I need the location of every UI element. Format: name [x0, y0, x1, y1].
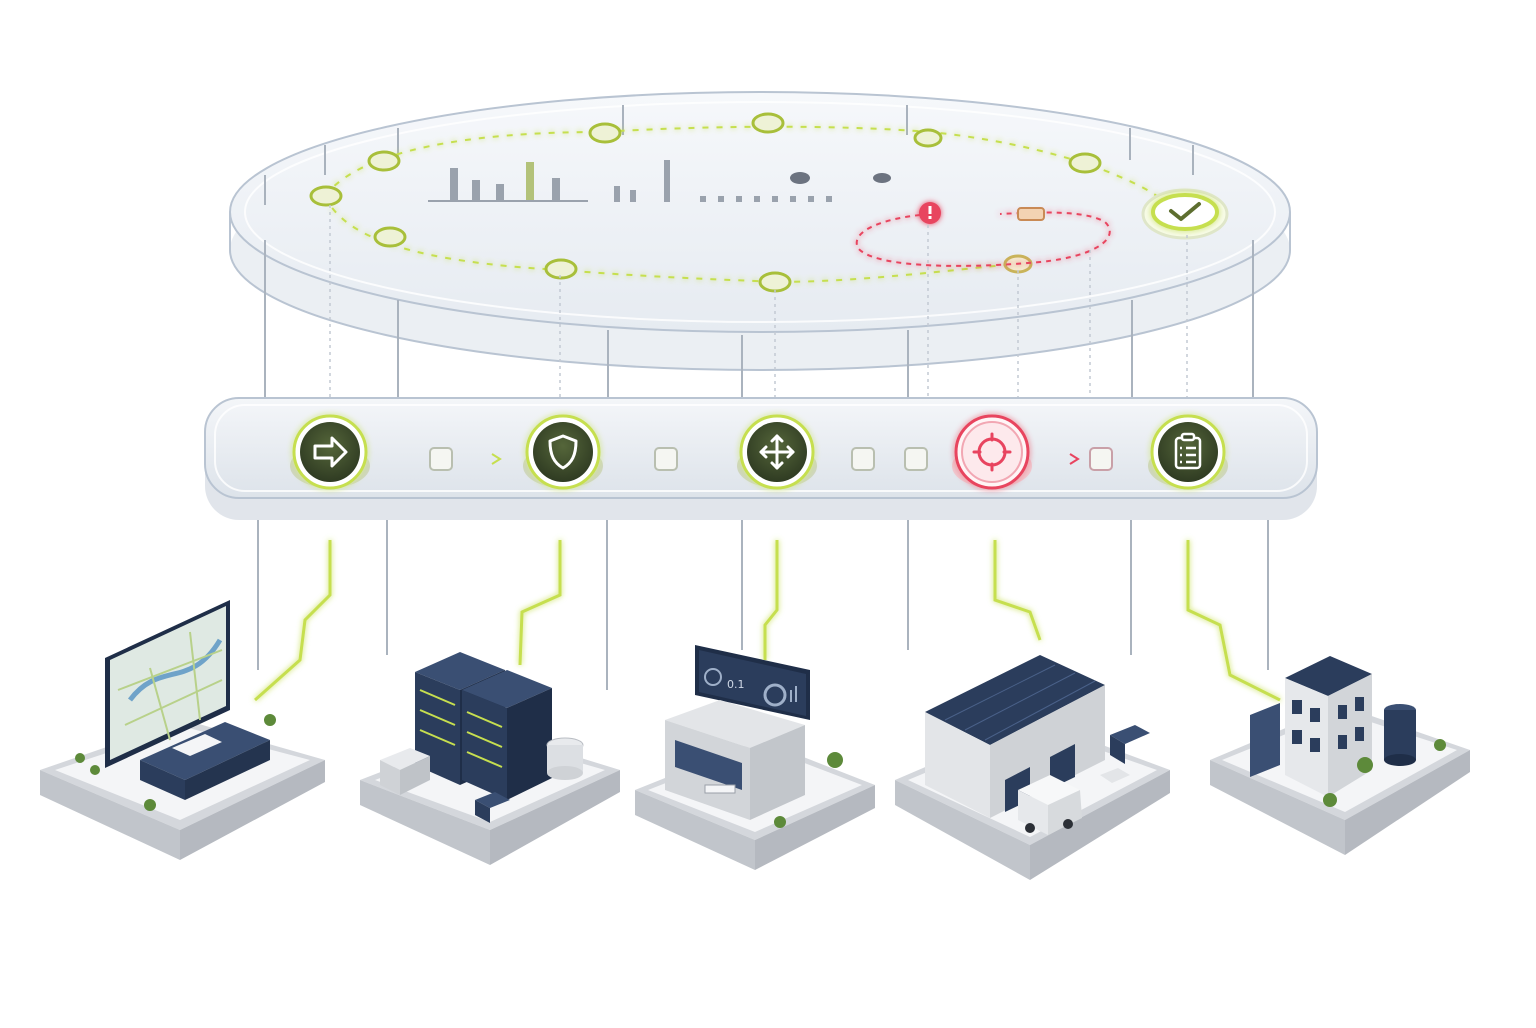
step-node-ingest[interactable] — [290, 414, 370, 490]
step-node-report[interactable] — [1148, 414, 1228, 490]
orbit-node[interactable] — [1068, 152, 1102, 174]
orbit-node[interactable] — [367, 150, 401, 172]
shield-icon — [548, 434, 578, 470]
pipeline-connectors — [429, 447, 1113, 471]
orbit-node[interactable] — [373, 226, 407, 248]
delivery-truck — [1018, 775, 1082, 835]
alert-icon[interactable] — [919, 202, 941, 224]
orbit-node[interactable] — [588, 122, 622, 144]
bar-chart-icon — [428, 160, 670, 202]
alert-node[interactable] — [1017, 207, 1045, 221]
layer-connectors-upper — [264, 240, 1254, 410]
dashboard-readout: 0.1 — [727, 678, 745, 691]
alert-loop — [855, 211, 1111, 267]
target-icon — [972, 432, 1012, 472]
site-links — [254, 540, 1281, 702]
step-node-routing[interactable] — [737, 414, 817, 490]
site-map-display[interactable] — [40, 600, 325, 860]
server-rack-icon — [415, 652, 552, 800]
step-node-target[interactable] — [952, 414, 1032, 490]
arrow-right-icon — [313, 436, 348, 468]
orbit-node[interactable] — [751, 112, 785, 134]
orbit-node[interactable] — [758, 271, 792, 293]
orbit-node[interactable] — [309, 185, 343, 207]
dot-row — [700, 196, 832, 202]
map-display-icon — [105, 600, 230, 768]
site-servers[interactable] — [360, 652, 620, 865]
site-dashboard-office[interactable]: 0.1 — [635, 645, 875, 870]
clipboard-icon — [1174, 432, 1202, 470]
step-node-security[interactable] — [523, 414, 603, 490]
support-poles — [257, 520, 1269, 690]
check-icon[interactable] — [1141, 188, 1229, 240]
orbit-node[interactable] — [913, 128, 943, 148]
office-building-icon — [1250, 656, 1372, 797]
orbit-node[interactable] — [544, 258, 578, 280]
site-warehouse[interactable] — [895, 655, 1170, 880]
top-orbit-nodes — [309, 112, 1102, 293]
warehouse-icon — [925, 655, 1105, 818]
move-arrows-icon — [759, 434, 795, 470]
site-office-building[interactable] — [1210, 656, 1470, 855]
